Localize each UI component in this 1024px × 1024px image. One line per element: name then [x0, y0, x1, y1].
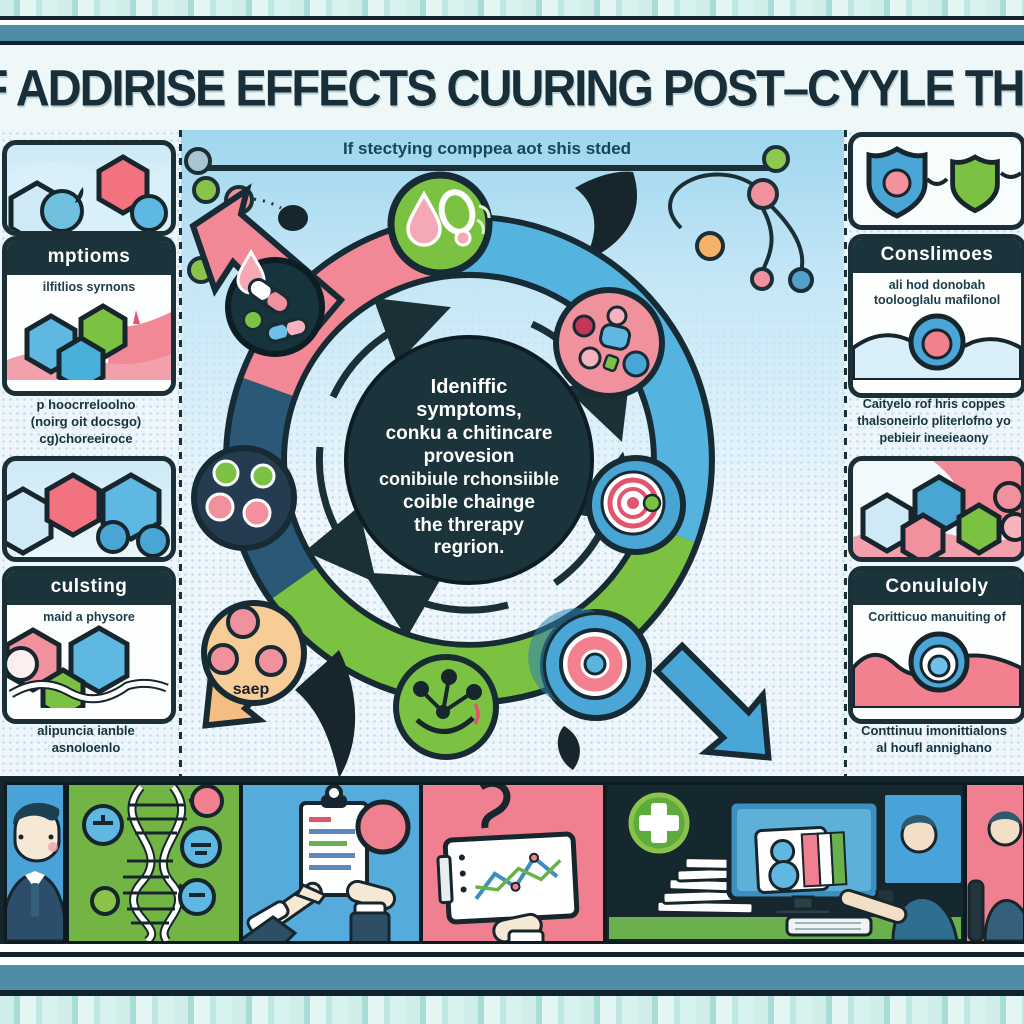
svg-text:symptoms,: symptoms, [416, 399, 522, 421]
node-steps: saep [201, 600, 307, 729]
node-spiral [586, 455, 686, 555]
svg-text:conibiule rchonsiible: conibiule rchonsiible [379, 469, 559, 489]
node-detect [387, 171, 493, 277]
caption-line: al houfl annighano [876, 740, 992, 755]
caption-line: p hoocrreloolno [36, 397, 136, 412]
svg-text:coible chainge: coible chainge [403, 492, 535, 513]
left-symptoms-panel: mptioms ilfitlios syrnons [2, 236, 176, 396]
cycle-center-circle: Ideniffic symptoms, conku a chitincare p… [344, 335, 594, 585]
caption-line: alipuncia ianble [37, 723, 135, 738]
chart-tablet-art [436, 785, 580, 941]
top-white-line [0, 20, 1024, 25]
guidelines-panel-header: Conslimoes [853, 239, 1021, 273]
molecule-doodle-left [187, 176, 308, 284]
right-continually-panel: Conululoly Coritticuo manuiting of [848, 566, 1024, 724]
steps-label: saep [233, 681, 270, 698]
bottom-stripe-band [0, 996, 1024, 1024]
top-black-line [0, 16, 1024, 20]
bottom-illustration-row [0, 776, 1024, 944]
person-art [967, 811, 1023, 941]
symptoms-panel-subtext: ilfitlios syrnons [42, 280, 136, 294]
svg-text:regrion.: regrion. [434, 537, 505, 558]
bottom-panel-dna [66, 782, 242, 944]
caption-line: pebieir ineeieaony [879, 431, 989, 445]
blue-flow-arrow [652, 641, 772, 761]
symptoms-panel-art [7, 303, 171, 391]
bottom-panel-person [964, 782, 1024, 944]
top-teal-band [0, 25, 1024, 41]
left-caption-b: alipuncia ianble asnoloenlo [0, 722, 172, 756]
left-caption-a: p hoocrreloolno (noirg oit docsgo) cg)ch… [0, 396, 172, 447]
guidelines-line-2: toolooglalu mafilonol [873, 293, 1001, 307]
svg-text:provesion: provesion [424, 446, 515, 467]
continually-panel-body: Coritticuo manuiting of [853, 605, 1021, 719]
cycle-diagram: If stectying comppea aot shis stded [184, 139, 814, 776]
node-wellness [393, 654, 499, 760]
escalating-panel-art [7, 625, 169, 719]
continually-panel-header: Conululoly [853, 571, 1021, 605]
guidelines-line-1: ali hod donobah [888, 278, 986, 292]
node-target [528, 608, 652, 721]
left-molecule-art [7, 154, 171, 231]
continually-panel-art [853, 631, 1021, 710]
caption-line: cg)choreeiroce [39, 431, 133, 446]
right-guidelines-panel: Conslimoes ali hod donobah toolooglalu m… [848, 234, 1024, 398]
bottom-panel-chart [420, 782, 606, 944]
desk-scene-art [607, 791, 963, 941]
shield-art [866, 146, 1021, 219]
symptoms-panel-header: mptioms [7, 241, 171, 275]
escalating-panel-header: culsting [7, 571, 171, 605]
top-stripe-band [0, 0, 1024, 16]
escalating-panel-body: maid a physore [7, 605, 171, 719]
svg-text:Ideniffic: Ideniffic [431, 376, 508, 398]
clipboard-art [243, 785, 411, 941]
main-area: If stectying comppea aot shis stded [0, 130, 1024, 776]
left-molecule-panel [2, 140, 176, 236]
top-dark-line [0, 41, 1024, 45]
poster-title: GIT EF ADDIRISE EFFECTS CUURING POST–CYY… [0, 58, 1024, 117]
caption-line: asnoloenlo [51, 740, 121, 755]
bottom-black-line [0, 952, 1024, 957]
symptoms-panel-body: ilfitlios syrnons [7, 275, 171, 391]
dna-art [82, 785, 224, 941]
bottom-white-line [0, 944, 1024, 952]
bottom-white-line-2 [0, 957, 1024, 965]
guidelines-panel-body: ali hod donobah toolooglalu mafilonol [853, 273, 1021, 393]
left-dashed-separator [179, 130, 182, 776]
node-cells [553, 287, 665, 399]
left-escalating-panel: culsting maid a physore [2, 566, 176, 724]
right-shield-panel [848, 132, 1024, 230]
guidelines-panel-art [853, 313, 1021, 382]
continually-panel-subtext: Coritticuo manuiting of [868, 610, 1006, 624]
right-compound-art [853, 461, 1021, 557]
caption-line: Conttinuu imonittialons [861, 723, 1007, 738]
right-dashed-separator [844, 130, 847, 776]
caption-line: Caityelo rof hris coppes [862, 397, 1006, 411]
bottom-dark-line [0, 990, 1024, 996]
bottom-panel-clipboard [240, 782, 422, 944]
comma-swoosh-top [575, 171, 638, 262]
doctor-art [7, 802, 63, 941]
comma-swoosh-bottom [295, 650, 356, 776]
right-compound-panel [848, 456, 1024, 562]
svg-text:conku a chitincare: conku a chitincare [386, 423, 553, 444]
escalating-panel-subtext: maid a physore [43, 610, 135, 624]
cycle-subtitle: If stectying comppea aot shis stded [343, 139, 631, 158]
title-band: GIT EF ADDIRISE EFFECTS CUURING POST–CYY… [0, 45, 1024, 130]
node-dosage [191, 445, 297, 551]
molecule-doodle-right [668, 172, 814, 293]
node-medication [189, 183, 346, 357]
subtitle-bracket [184, 145, 790, 175]
right-caption-b: Conttinuu imonittialons al houfl annigha… [846, 722, 1022, 756]
right-caption-a: Caityelo rof hris coppes thalsoneirlo pl… [846, 396, 1022, 447]
bottom-panel-doctor [4, 782, 66, 944]
bottom-panel-desk [604, 782, 966, 944]
svg-text:the threrapy: the threrapy [414, 515, 524, 536]
left-compound-art [7, 472, 170, 557]
caption-line: (noirg oit docsgo) [30, 414, 142, 429]
caption-line: thalsoneirlo pliterlofno yo [857, 414, 1011, 428]
leaf-swoosh [557, 726, 580, 770]
left-compound-panel [2, 456, 176, 562]
bottom-teal-band [0, 965, 1024, 990]
